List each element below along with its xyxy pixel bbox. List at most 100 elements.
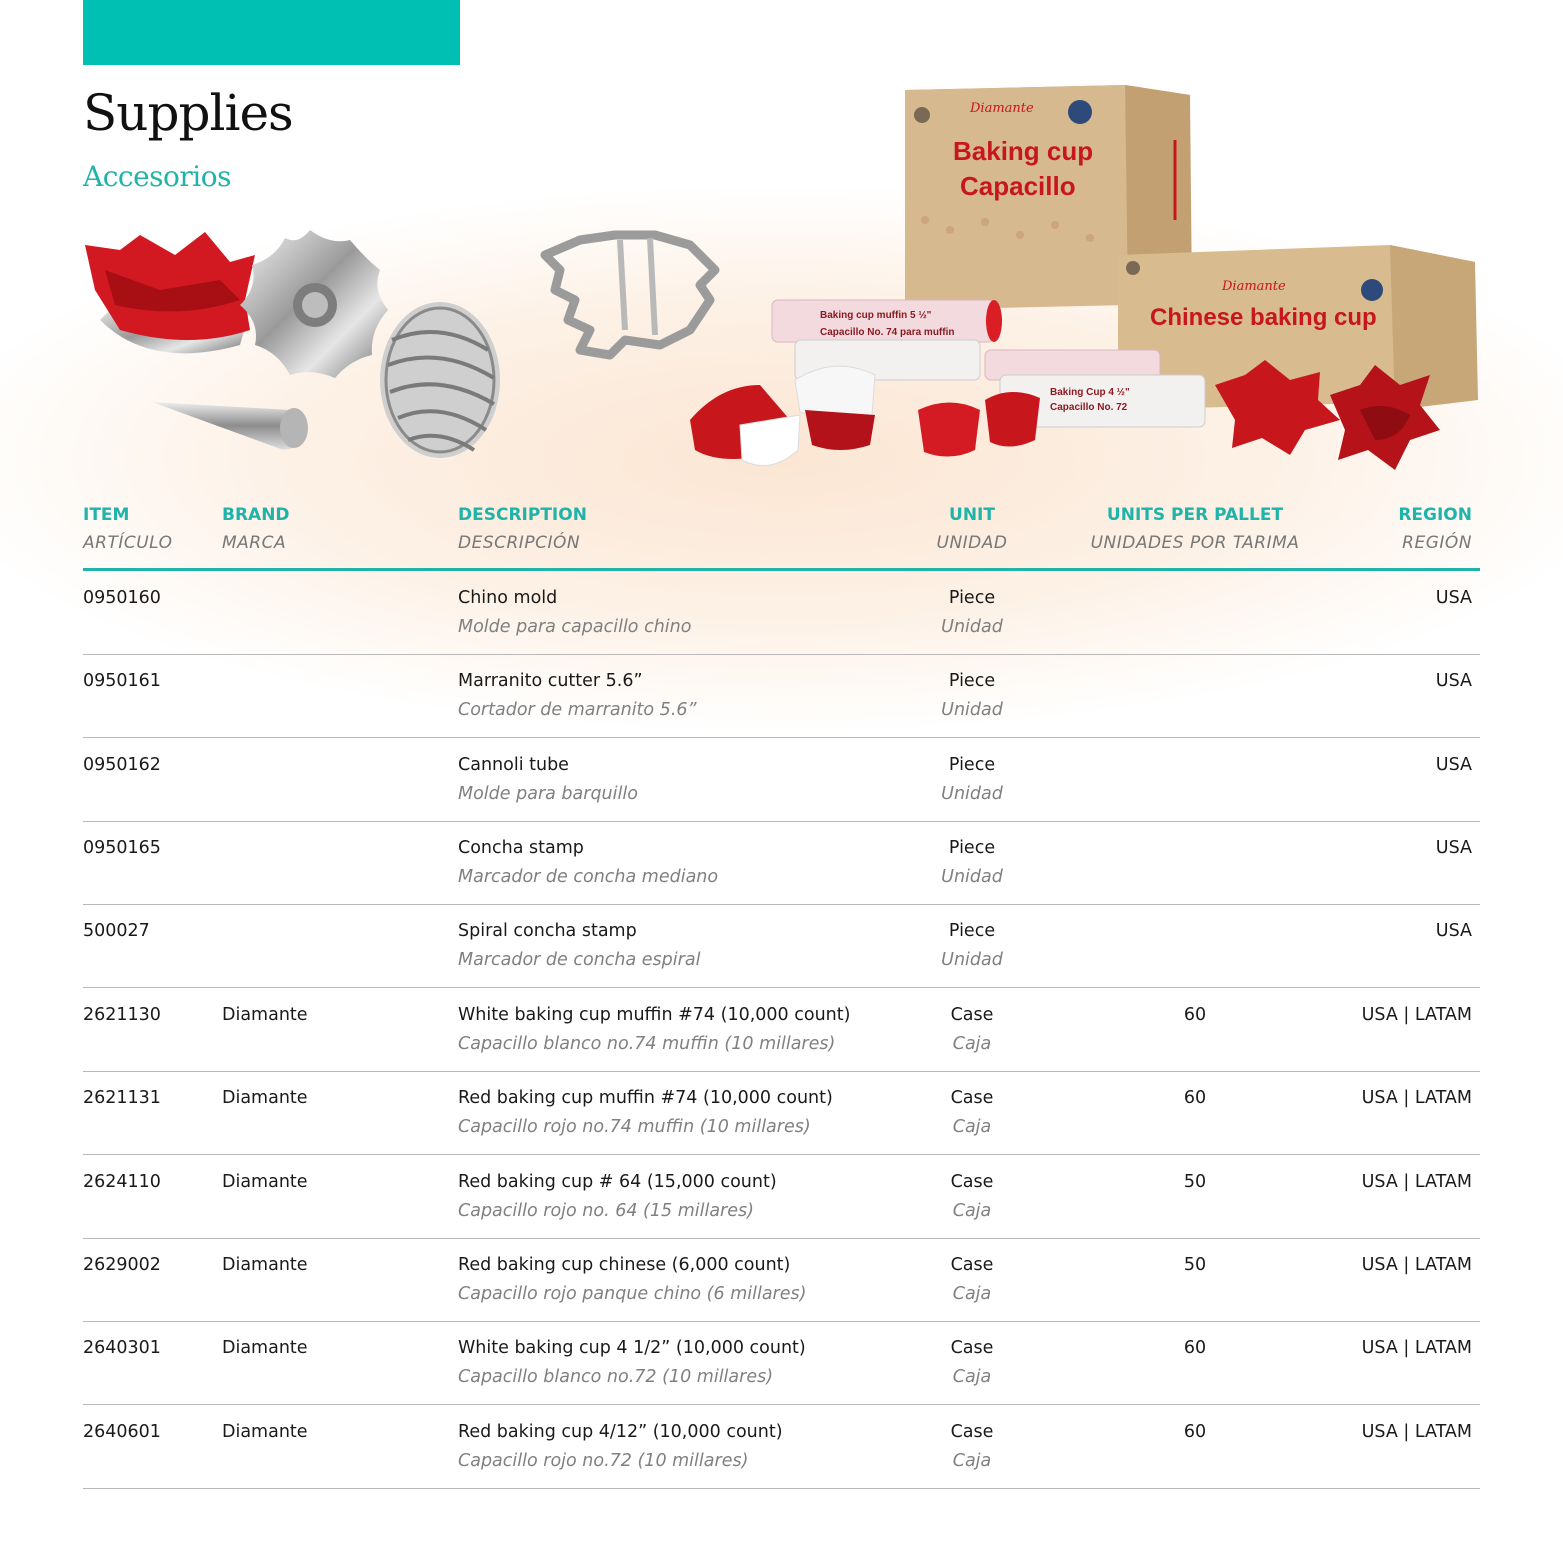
unit-en: Piece (948, 755, 996, 775)
header-unit-en: UNIT (949, 505, 995, 525)
description-es: Capacillo rojo no. 64 (15 millares) (458, 1201, 754, 1221)
description: Red baking cup 4/12” (10,000 count) Capac… (458, 1422, 783, 1471)
loose-cups-image (690, 365, 1040, 467)
table-row: 2640301 Diamante White baking cup 4 1/2”… (83, 1321, 1480, 1405)
item-code: 0950161 (83, 671, 161, 691)
header-region-es: REGIÓN (1402, 533, 1472, 553)
units-per-pallet: 50 (1183, 1255, 1207, 1275)
description-es: Capacillo rojo panque chino (6 millares) (458, 1284, 807, 1304)
region: USA (1435, 838, 1472, 858)
description-en: White baking cup muffin #74 (10,000 coun… (458, 1005, 851, 1025)
unit-es: Caja (952, 1034, 992, 1054)
description-en: White baking cup 4 1/2” (10,000 count) (458, 1338, 806, 1358)
concha-stamp-image (380, 302, 500, 458)
item-code: 2621130 (83, 1005, 161, 1025)
unit-en: Case (950, 1338, 994, 1358)
brand: Diamante (222, 1255, 308, 1275)
brand: Diamante (222, 1172, 308, 1192)
units-per-pallet: 50 (1183, 1172, 1207, 1192)
table-row: 2621131 Diamante Red baking cup muffin #… (83, 1071, 1480, 1155)
units-per-pallet: 60 (1183, 1422, 1207, 1442)
page-title: Supplies (83, 84, 294, 142)
header-upp-en: UNITS PER PALLET (1106, 505, 1284, 525)
description: Red baking cup # 64 (15,000 count) Capaci… (458, 1172, 777, 1221)
box1-line2: Capacillo (960, 171, 1076, 201)
description: Red baking cup muffin #74 (10,000 count)… (458, 1088, 833, 1137)
header-units-per-pallet: UNITS PER PALLET UNIDADES POR TARIMA (1085, 505, 1305, 553)
description-en: Red baking cup muffin #74 (10,000 count) (458, 1088, 833, 1108)
unit-en: Piece (948, 921, 996, 941)
table-row: 0950161 Marranito cutter 5.6”Cortador de… (83, 654, 1480, 738)
header-unit-es: UNIDAD (936, 533, 1008, 553)
table-row: 2640601 Diamante Red baking cup 4/12” (1… (83, 1405, 1480, 1489)
unit-es: Unidad (941, 867, 1003, 887)
description-en: Concha stamp (458, 838, 584, 858)
description-en: Red baking cup chinese (6,000 count) (458, 1255, 791, 1275)
region: USA | LATAM (1361, 1338, 1472, 1358)
header-region: REGION REGIÓN (1398, 505, 1472, 553)
region: USA | LATAM (1361, 1255, 1472, 1275)
region: USA (1435, 588, 1472, 608)
unit-en: Case (950, 1255, 994, 1275)
description-es: Molde para barquillo (458, 784, 638, 804)
chino-mold-image (85, 232, 255, 354)
region: USA (1435, 921, 1472, 941)
chinese-baking-cup-box-image: Diamante Chinese baking cup (1118, 245, 1478, 410)
description-en: Red baking cup 4/12” (10,000 count) (458, 1422, 783, 1442)
description-en: Spiral concha stamp (458, 921, 637, 941)
unit-es: Unidad (941, 617, 1003, 637)
unit-es: Caja (952, 1451, 992, 1471)
description-es: Marcador de concha mediano (458, 867, 719, 887)
unit-en: Case (950, 1172, 994, 1192)
description-es: Capacillo rojo no.72 (10 millares) (458, 1451, 749, 1471)
unit-en: Case (950, 1088, 994, 1108)
header-brand-es: MARCA (222, 533, 287, 553)
unit-en: Piece (948, 588, 996, 608)
page-subtitle: Accesorios (83, 160, 231, 193)
sleeve1-line2: Capacillo No. 74 para muffin (820, 327, 954, 338)
cannoli-cone-image (152, 402, 308, 450)
cup-sleeves-image: Baking cup muffin 5 ½" Capacillo No. 74 … (771, 299, 1206, 428)
sleeve1-line1: Baking cup muffin 5 ½" (820, 310, 932, 321)
description-es: Marcador de concha espiral (458, 950, 701, 970)
description-es: Capacillo blanco no.74 muffin (10 millar… (458, 1034, 836, 1054)
marranito-cutter-image (540, 230, 720, 360)
units-per-pallet: 60 (1183, 1338, 1207, 1358)
region: USA | LATAM (1361, 1088, 1472, 1108)
header-brand: BRAND MARCA (222, 505, 290, 553)
unit-es: Unidad (941, 784, 1003, 804)
description-en: Red baking cup # 64 (15,000 count) (458, 1172, 777, 1192)
region: USA | LATAM (1361, 1422, 1472, 1442)
units-per-pallet: 60 (1183, 1005, 1207, 1025)
chinese-cups-image (1215, 360, 1440, 470)
product-photo: Diamante Baking cup Capacillo Diamante C… (85, 85, 1478, 470)
header-description-es: DESCRIPCIÓN (458, 533, 581, 553)
unit-en: Case (950, 1005, 994, 1025)
table-row: 2629002 Diamante Red baking cup chinese … (83, 1238, 1480, 1322)
brand: Diamante (222, 1422, 308, 1442)
region: USA (1435, 755, 1472, 775)
flower-tin-image (240, 230, 388, 378)
unit-es: Caja (952, 1284, 992, 1304)
sleeve2-line2: Capacillo No. 72 (1050, 402, 1128, 413)
unit-es: Unidad (941, 950, 1003, 970)
unit-es: Caja (952, 1367, 992, 1387)
description-en: Cannoli tube (458, 755, 569, 775)
box1-brand: Diamante (969, 101, 1034, 116)
description-es: Cortador de marranito 5.6” (458, 700, 697, 720)
brand: Diamante (222, 1338, 308, 1358)
header-description: DESCRIPTION DESCRIPCIÓN (458, 505, 587, 553)
item-code: 2624110 (83, 1172, 161, 1192)
